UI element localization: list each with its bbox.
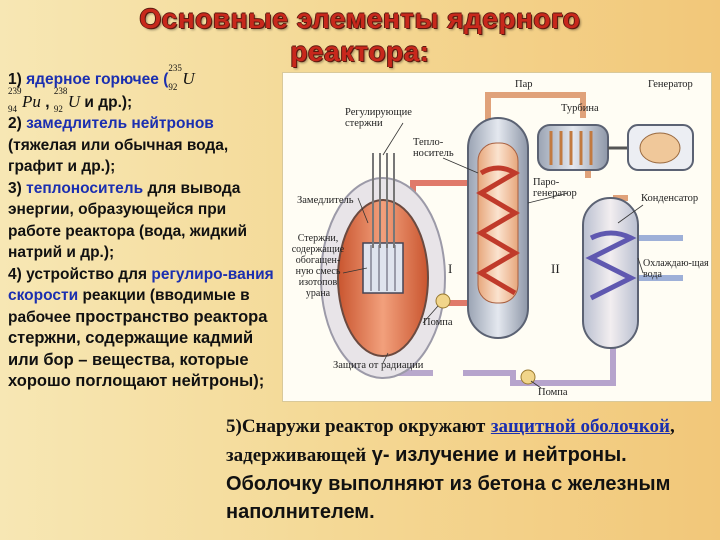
control-rods	[372, 153, 395, 248]
term-coolant: теплоноситель	[26, 179, 144, 197]
fuel-rods	[362, 242, 404, 294]
term-shield: защитной оболочкой	[490, 416, 670, 437]
item-number: 1)	[8, 71, 22, 88]
turbine	[537, 124, 609, 171]
label-fuel-rods: Стержни, содержащие обогащен-ную смесь и…	[291, 233, 345, 299]
label-circuit-1: I	[448, 261, 452, 276]
item-control: 4) устройство для регулиро-вания скорост…	[8, 265, 274, 391]
label-steam: Пар	[515, 79, 533, 90]
term-moderator: замедлитель нейтронов	[26, 115, 214, 132]
item-moderator: 2) замедлитель нейтронов (тяжелая или об…	[8, 115, 229, 175]
pump-1	[435, 293, 451, 309]
pump-2	[520, 369, 536, 385]
page-title-line2: реактора:	[290, 36, 430, 67]
label-generator: Генератор	[648, 79, 693, 90]
label-pump-2: Помпа	[538, 387, 568, 398]
label-cooling-water: Охлаждаю-щая вода	[643, 258, 709, 280]
term-fuel: ядерное горючее (	[26, 71, 169, 88]
item-coolant: 3) теплоноситель для вывода энергии, обр…	[8, 179, 247, 262]
label-coolant: Тепло-носитель	[413, 137, 454, 159]
term-control: регулиро-вания скорости	[8, 265, 274, 305]
label-condenser: Конденсатор	[641, 193, 698, 204]
label-turbine: Турбина	[561, 103, 599, 114]
shield-description: 5)Снаружи реактор окружают защитной обол…	[226, 416, 675, 523]
label-pump-1: Помпа	[423, 317, 453, 328]
page-title-line1: Основные элементы ядерного	[139, 3, 581, 34]
label-circuit-2: II	[551, 261, 560, 276]
label-steam-gen: Паро-генератор	[533, 177, 577, 199]
label-moderator: Замедлитель	[297, 195, 354, 206]
condenser	[582, 197, 639, 349]
page-title: Основные элементы ядерного реактора:	[0, 2, 720, 68]
label-shield: Защита от радиации	[333, 360, 424, 371]
